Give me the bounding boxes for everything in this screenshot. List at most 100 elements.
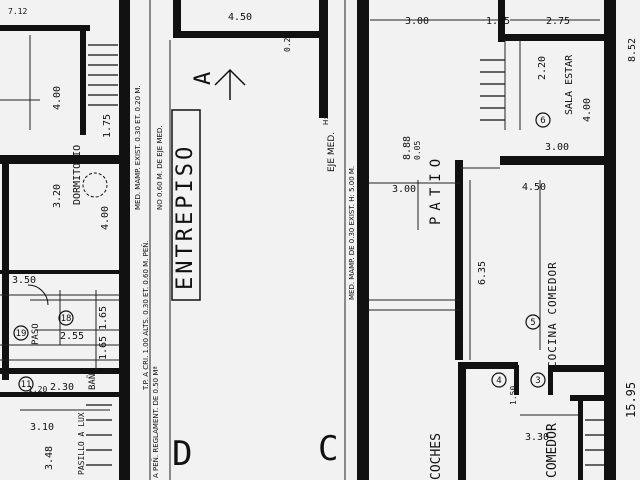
wall-left-horizontal-2	[0, 270, 120, 274]
wall-right-top-h	[498, 34, 608, 41]
bano-label: BAÑO	[87, 368, 98, 390]
pasillo-label: PASILLO A LUX	[77, 412, 86, 475]
comedor-label: COMEDOR	[545, 423, 560, 478]
vertical-notes: MED. MAMP. EXIST. 0.30 ET. 0.20 M. NO 0.…	[134, 85, 356, 478]
wall-left-horizontal	[0, 155, 125, 164]
wall-right-top	[498, 0, 505, 42]
room-marker	[58, 310, 74, 326]
room-marker	[18, 376, 34, 392]
wall-left-top	[0, 25, 90, 31]
dimension: 3.10	[30, 422, 54, 433]
dimension: 2.30	[50, 382, 74, 393]
dimension: 15.95	[624, 382, 638, 418]
entrepiso-label-box	[171, 109, 201, 301]
paso-label: PASO	[31, 323, 41, 345]
wall-right-vertical	[604, 0, 616, 480]
arrow-icon	[214, 68, 246, 100]
marker-number: 11	[21, 380, 32, 390]
cocina-comedor-label: COCINA COMEDOR	[546, 261, 559, 368]
entrepiso-label: ENTREPISO	[173, 144, 198, 290]
marker-number: 19	[16, 329, 27, 339]
note: T.P. A CRI. 1.00 ALTS. 0.30 ET. 0.60 M. …	[141, 240, 150, 391]
dimension: 4.00	[582, 98, 593, 122]
dimension-labels: 4.50 3.00 1.65 2.75 8.52 7.12 4.00 1.75 …	[8, 7, 638, 470]
wall-right-bottom-v3	[514, 365, 519, 395]
dimension: 4.00	[52, 86, 63, 110]
wall-center-vertical	[357, 0, 369, 480]
dimension: 1.65	[98, 306, 109, 330]
grid-axis-d: D	[172, 434, 192, 474]
wall-top-2	[173, 31, 323, 38]
dimension: 3.00	[405, 16, 429, 27]
thin-lines	[0, 0, 600, 480]
dimension: 4.00	[100, 206, 111, 230]
room-marker	[491, 372, 507, 388]
wall-left-bottom-2	[0, 392, 120, 397]
dimension: 1.50	[509, 386, 518, 405]
grid-axis-c: C	[318, 429, 338, 469]
dimension: 3.00	[545, 142, 569, 153]
dimension: 7.12	[8, 7, 27, 16]
dimension: 1.20	[28, 385, 47, 394]
dimension: 2.75	[546, 16, 570, 27]
dimension: 0.05	[413, 141, 422, 160]
wall-right-bottom-v4	[548, 365, 553, 395]
dimension: 1.65	[98, 336, 109, 360]
dimension: 3.20	[52, 184, 63, 208]
sala-estar-label: SALA ESTAR	[564, 54, 575, 115]
note: A PEÑ. REGLAMENT. DE 0.50 Mª	[151, 366, 160, 478]
dimension: 4.50	[522, 182, 546, 193]
dormitorio-label: DORMITORIO	[72, 145, 83, 205]
note: NO 0.60 M. DE EJE MED.	[156, 125, 164, 210]
note: MED. MAMP. EXIST. 0.30 ET. 0.20 M.	[134, 85, 142, 210]
dimension: 4.50	[228, 12, 252, 23]
wall-left-vertical	[119, 0, 130, 480]
room-marker-numbers: 6 5 4 3 19 18 11	[16, 116, 546, 390]
room-markers	[13, 112, 551, 392]
dimension: 0.20	[283, 33, 292, 52]
dimension: 3.50	[12, 275, 36, 286]
marker-number: 4	[496, 376, 501, 386]
wall-right-mid-h	[500, 156, 610, 165]
coches-label: COCHES	[429, 433, 444, 480]
room-marker	[530, 372, 546, 388]
wall-top-1	[173, 0, 181, 38]
main-walls	[0, 0, 616, 480]
marker-number: 18	[61, 314, 72, 324]
marker-number: 6	[540, 116, 545, 126]
dimension: 3.48	[44, 446, 55, 470]
wall-left-stair	[80, 25, 86, 135]
stair-treads	[86, 44, 605, 466]
dimension: 1.75	[102, 114, 113, 138]
room-marker	[535, 112, 551, 128]
wall-right-bottom-v	[458, 362, 466, 480]
dimension: 2.55	[60, 331, 84, 342]
wall-right-bottom-h	[458, 362, 518, 369]
light-fixture-icon	[82, 172, 108, 198]
wall-right-bottom-v2	[578, 400, 583, 480]
dimension: 8.52	[627, 38, 638, 62]
dimension: 3.00	[392, 184, 416, 195]
note: EJE MED.	[327, 132, 337, 172]
wall-patio-right	[455, 160, 463, 360]
door-swing-icon	[27, 284, 49, 306]
note: H: 5.00 M.	[322, 89, 330, 125]
dimension: 2.20	[537, 56, 548, 80]
wall-left-bottom	[0, 368, 120, 374]
wall-top-3	[319, 0, 328, 118]
dimension: 1.65	[486, 16, 510, 27]
wall-right-bottom-h3	[570, 395, 610, 401]
marker-number: 5	[530, 318, 535, 328]
room-marker	[525, 314, 541, 330]
note: MED. MAMP. DE 0.30 EXIST. H: 5.00 M.	[348, 166, 356, 300]
marker-number: 3	[535, 376, 540, 386]
patio-label: PATIO	[428, 153, 444, 225]
dimension: 6.35	[477, 261, 488, 285]
entrepiso-marker: A	[191, 72, 216, 85]
wall-left-edge	[2, 160, 9, 380]
wall-right-bottom-h2	[553, 365, 613, 372]
dimension: 3.30	[525, 432, 549, 443]
room-labels: ENTREPISO A PATIO DORMITORIO COCINA COME…	[31, 54, 575, 480]
dimension: 0.10	[455, 321, 464, 340]
